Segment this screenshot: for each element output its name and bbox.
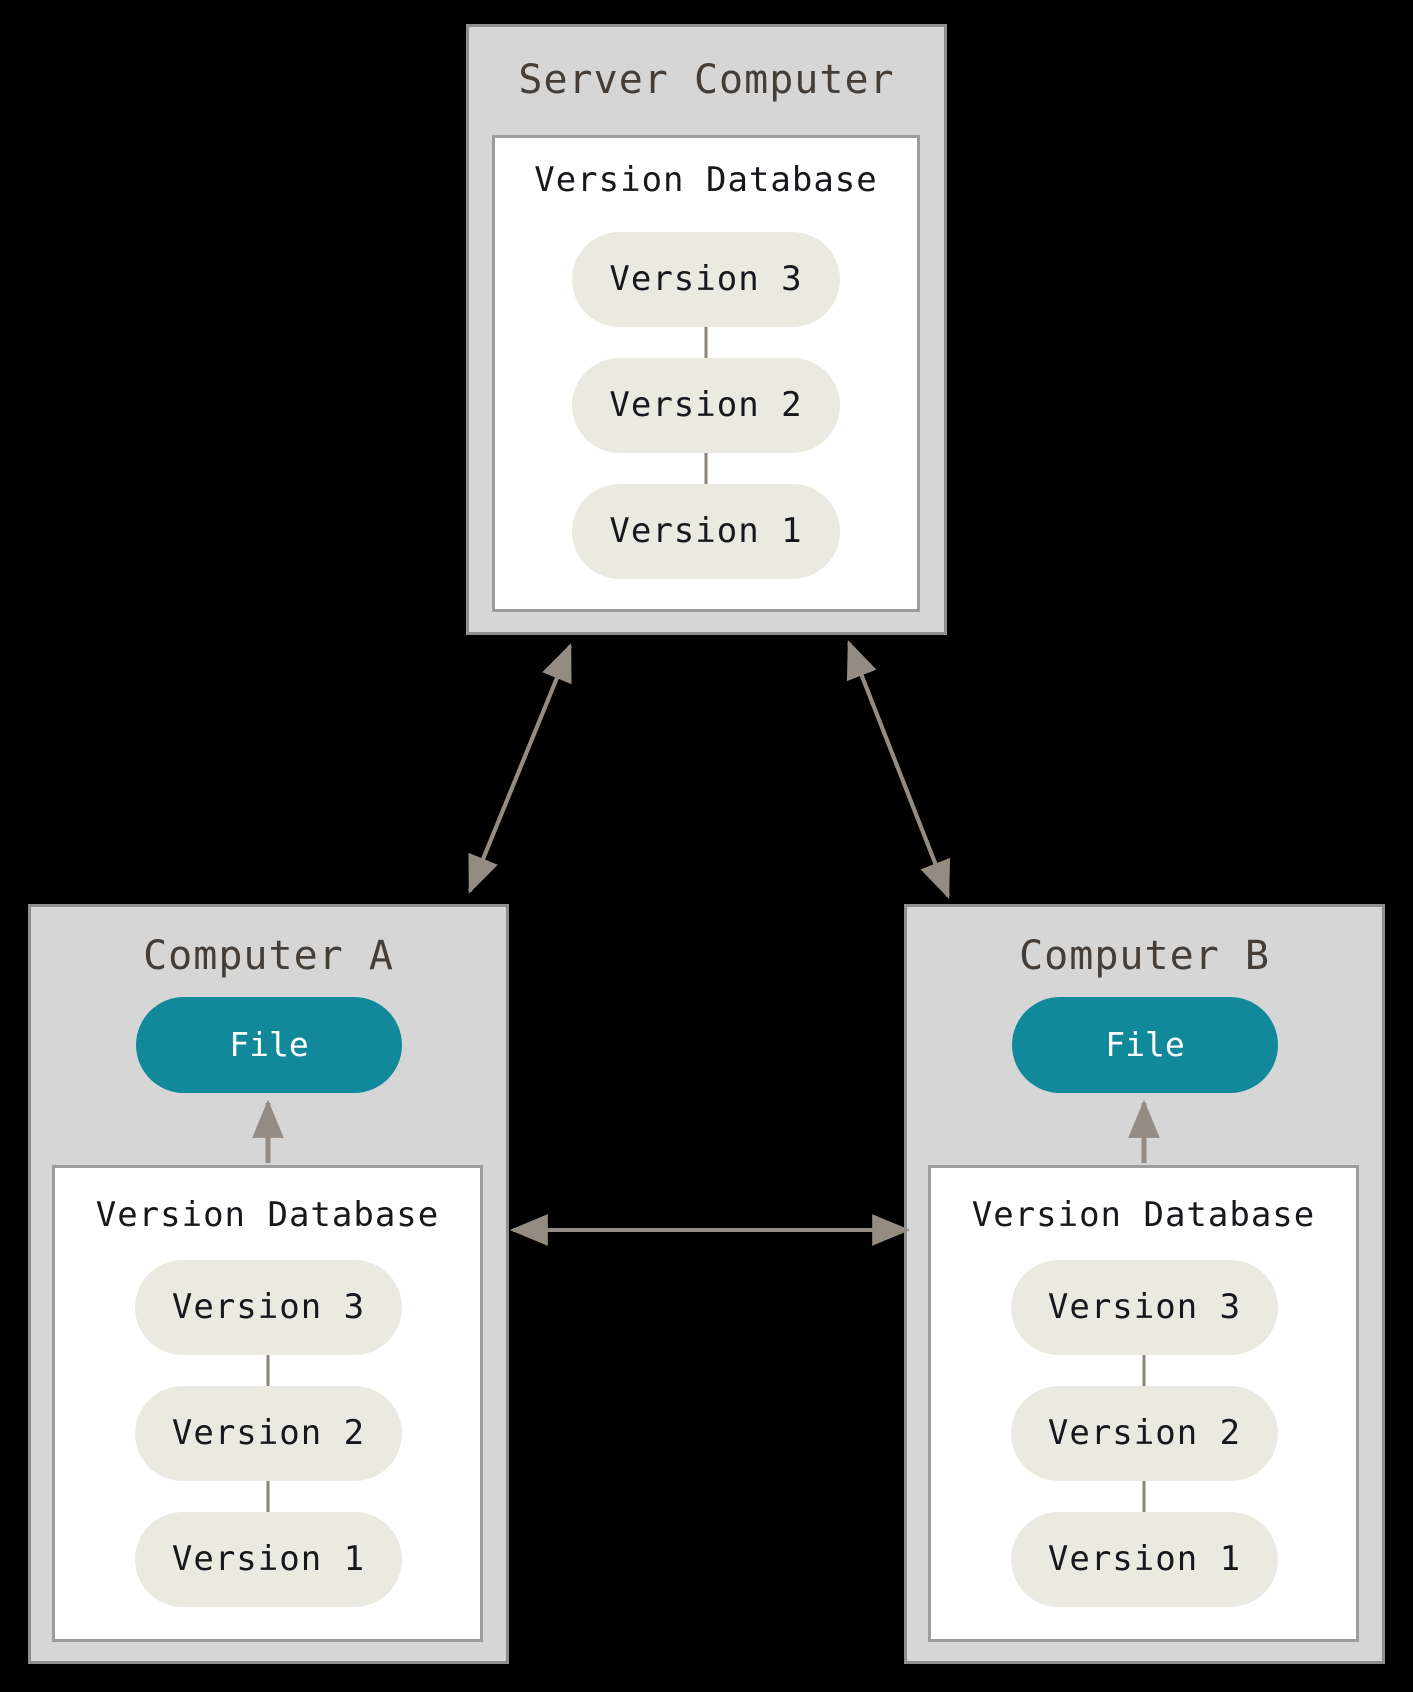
computer-a-version-database-box: Version Database Version 3 Version 2 Ver… [52,1165,483,1642]
computer-a-file-pill: File [136,997,402,1093]
computer-a-version-3-pill: Version 3 [135,1260,402,1355]
server-version-3-pill: Version 3 [572,232,840,327]
server-version-1-pill: Version 1 [572,484,840,579]
computer-b-panel: Computer B File Version Database Version… [904,904,1385,1664]
arrow-computer-a-to-server [468,643,572,892]
arrow-server-to-computer-b [847,642,951,899]
server-computer-panel: Server Computer Version Database Version… [466,24,947,635]
server-version-database-label: Version Database [534,160,878,200]
arrow-server-to-computer-a [468,645,572,894]
server-version-2-pill: Version 2 [572,358,840,453]
arrow-computer-b-to-server [846,640,950,897]
computer-b-title: Computer B [1019,933,1270,979]
computer-a-title: Computer A [143,933,394,979]
computer-a-version-2-pill: Version 2 [135,1386,402,1481]
server-computer-title: Server Computer [518,57,895,103]
computer-b-version-3-pill: Version 3 [1011,1260,1278,1355]
server-version-database-box: Version Database Version 3 Version 2 Ver… [492,135,920,612]
computer-b-version-database-label: Version Database [971,1195,1316,1235]
computer-b-file-pill: File [1012,997,1278,1093]
computer-a-panel: Computer A File Version Database Version… [28,904,509,1664]
computer-b-version-database-box: Version Database Version 3 Version 2 Ver… [928,1165,1359,1642]
computer-b-version-2-pill: Version 2 [1011,1386,1278,1481]
computer-a-version-database-label: Version Database [95,1195,440,1235]
computer-a-version-1-pill: Version 1 [135,1512,402,1607]
computer-b-version-1-pill: Version 1 [1011,1512,1278,1607]
